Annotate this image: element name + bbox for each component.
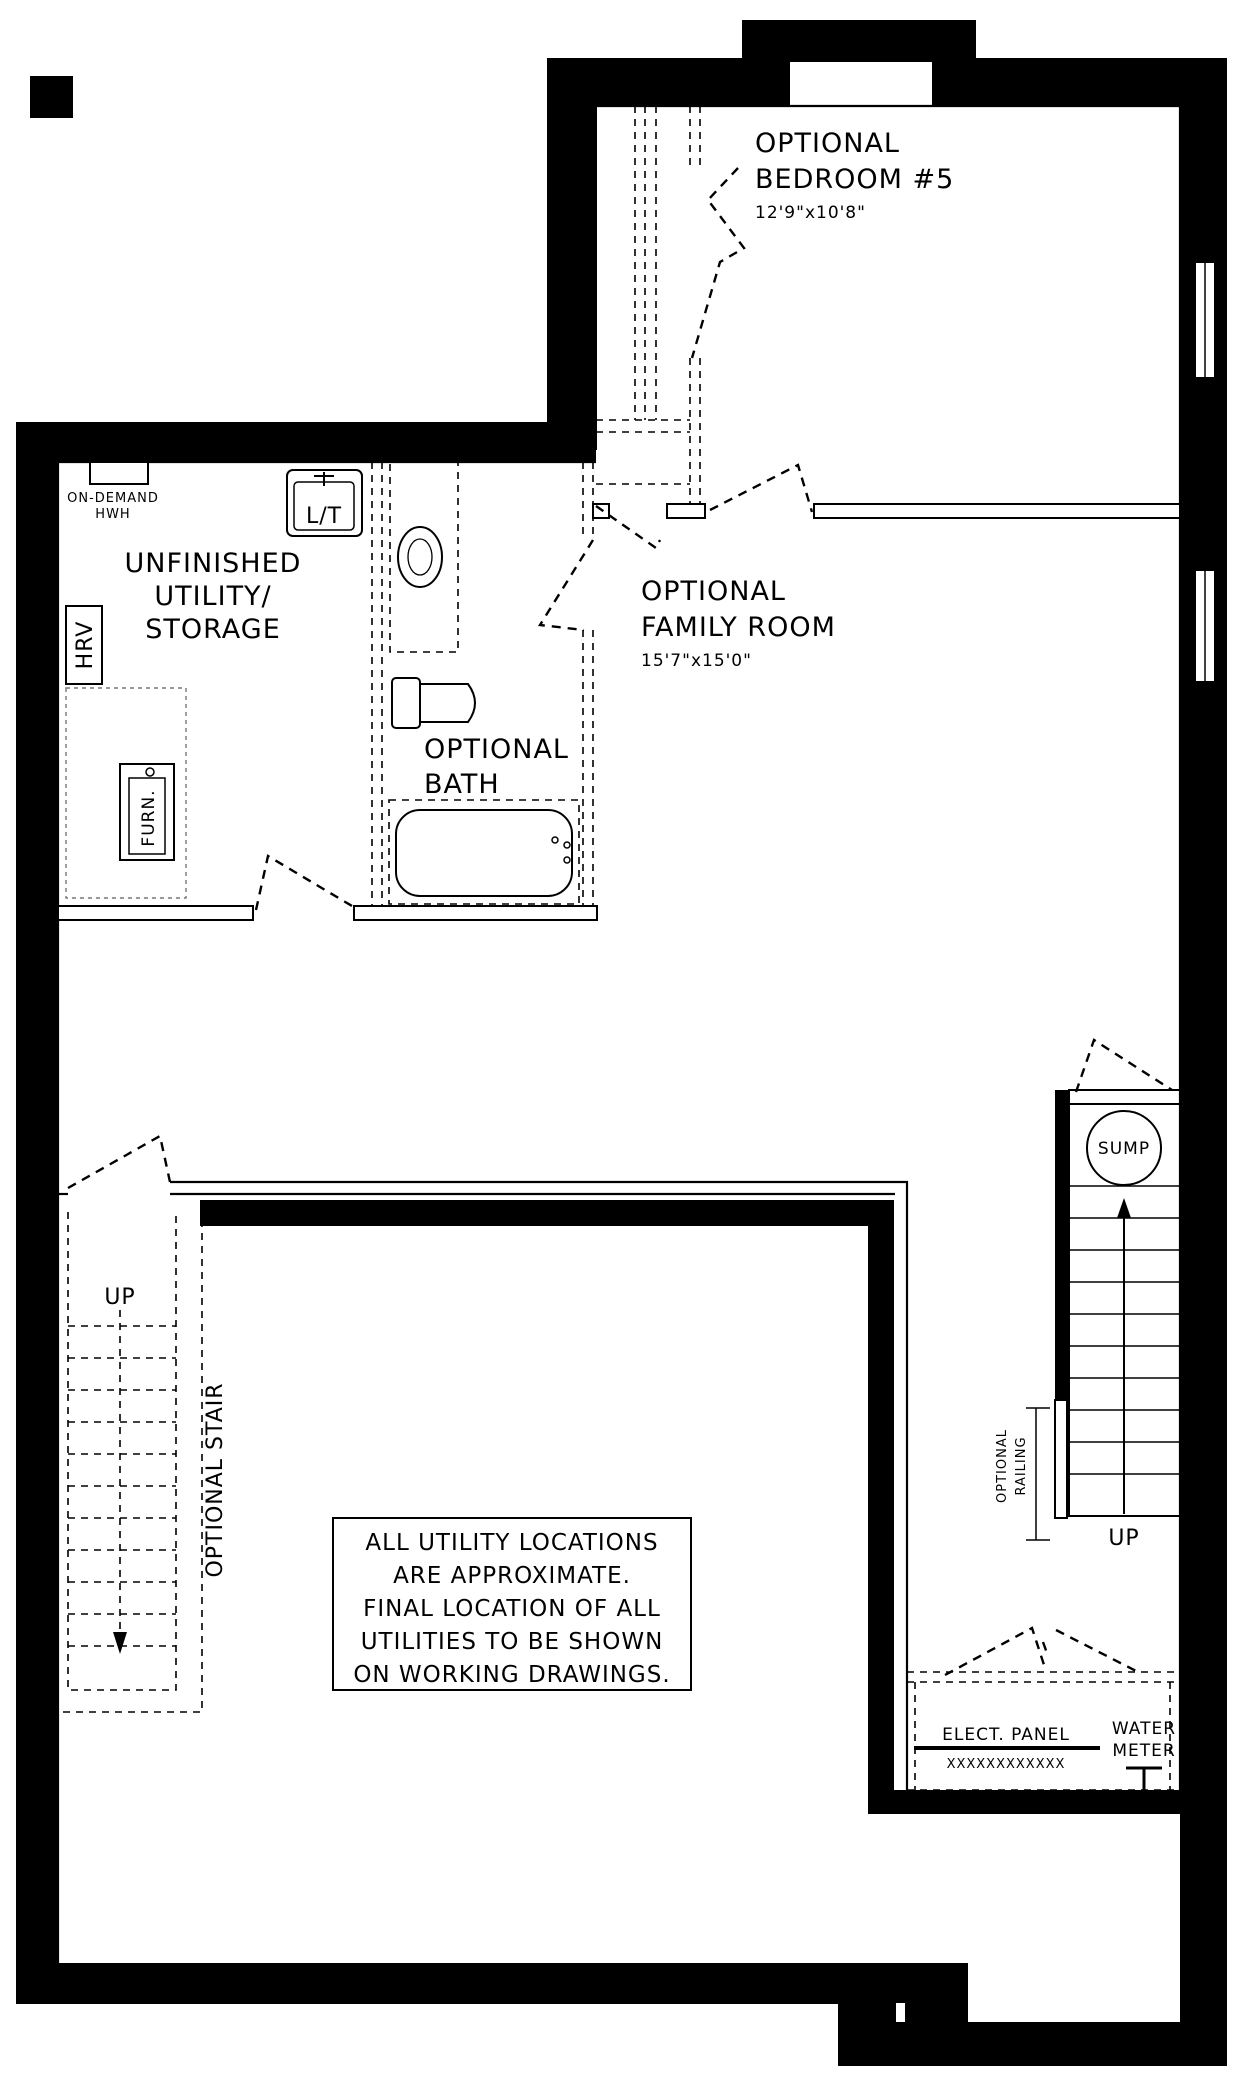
on-demand-hwh-unit (89, 461, 149, 485)
water-meter: WATER METER (1112, 1719, 1176, 1790)
water-meter-label-1: WATER (1112, 1719, 1176, 1739)
bath-label-line2: BATH (424, 769, 500, 800)
railing-dimension: OPTIONAL RAILING (995, 1407, 1050, 1541)
main-stair (1054, 1089, 1181, 1519)
laundry-tub-label: L/T (306, 504, 342, 529)
exterior-walls (16, 20, 1227, 2066)
note-line-4: UTILITIES TO BE SHOWN (361, 1629, 664, 1655)
note-line-2: ARE APPROXIMATE. (393, 1563, 631, 1589)
electrical-panel: XXXXXXXXXXXX ELECT. PANEL (914, 1725, 1100, 1772)
partition-walls (57, 106, 1181, 1791)
sump-label: SUMP (1098, 1139, 1150, 1159)
note-line-3: FINAL LOCATION OF ALL (363, 1596, 661, 1622)
bedroom-dims: 12'9"x10'8" (755, 203, 866, 223)
hwh-label-1: ON-DEMAND (67, 491, 159, 506)
sump-pit: SUMP (1086, 1110, 1162, 1186)
utility-label-line3: STORAGE (145, 614, 281, 645)
furnace-clearance-area (65, 687, 187, 899)
utility-note-box: ALL UTILITY LOCATIONS ARE APPROXIMATE. F… (332, 1517, 692, 1691)
railing-label-2: RAILING (1014, 1436, 1029, 1495)
door-swings (67, 167, 1173, 1677)
furnace-label: FURN. (139, 789, 159, 846)
corner-marker (30, 76, 73, 118)
up-right-label: UP (1108, 1526, 1139, 1551)
hrv-unit: HRV (65, 605, 103, 685)
note-line-1: ALL UTILITY LOCATIONS (365, 1530, 658, 1556)
hrv-label: HRV (73, 621, 98, 670)
toilet (391, 677, 476, 729)
water-meter-label-2: METER (1112, 1741, 1175, 1761)
bath-sink (397, 526, 443, 588)
family-title-line1: OPTIONAL (641, 576, 786, 607)
utility-label-line2: UTILITY/ (154, 581, 271, 612)
family-title-line2: FAMILY ROOM (641, 612, 836, 643)
bedroom-title-line2: BEDROOM #5 (755, 164, 954, 195)
optional-stair-label: OPTIONAL STAIR (203, 1382, 228, 1577)
furnace-unit: FURN. (119, 763, 175, 861)
family-dims: 15'7"x15'0" (641, 651, 752, 671)
utility-label-line1: UNFINISHED (125, 548, 302, 579)
up-left-label: UP (104, 1285, 135, 1310)
bedroom-title-line1: OPTIONAL (755, 128, 900, 159)
hwh-label-2: HWH (95, 507, 130, 522)
bathtub (388, 799, 580, 905)
note-line-5: ON WORKING DRAWINGS. (353, 1662, 670, 1688)
vanity-outline (389, 461, 459, 653)
laundry-tub: L/T (286, 469, 363, 537)
panel-marks: XXXXXXXXXXXX (947, 1757, 1066, 1772)
elect-panel-label: ELECT. PANEL (942, 1725, 1070, 1745)
optional-stair (45, 1212, 203, 1713)
railing-label-1: OPTIONAL (995, 1429, 1010, 1503)
bath-label-line1: OPTIONAL (424, 734, 569, 765)
